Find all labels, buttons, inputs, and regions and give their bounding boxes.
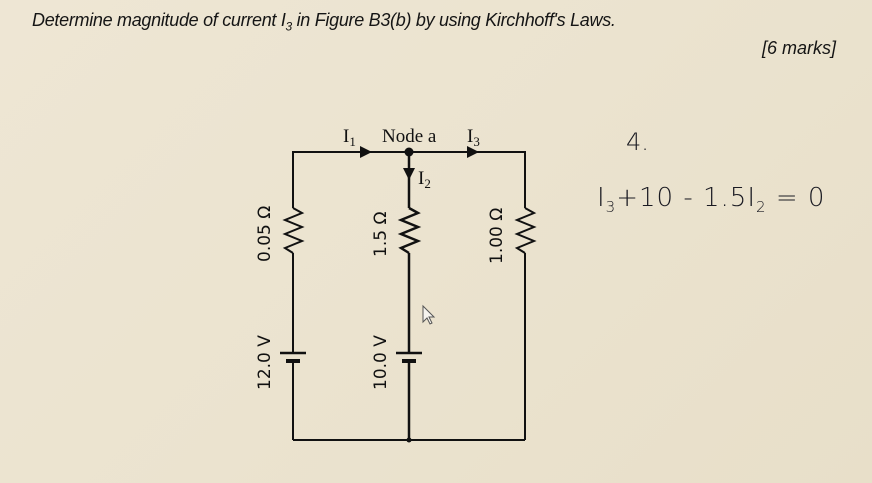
eq-sub: 2 <box>756 198 767 217</box>
label-I3: I3 <box>467 126 480 149</box>
node-a-dot <box>404 147 414 157</box>
label-source-left: 12.0 V <box>255 335 275 390</box>
marks-label: [6 marks] <box>761 38 836 58</box>
eq-part: I <box>597 183 606 213</box>
eq-sub: 3 <box>605 198 617 217</box>
resistor-left <box>282 207 305 254</box>
question-subscript: 3 <box>285 19 293 34</box>
handwritten-equation: I3+10 - 1.5I2 = 0 <box>597 183 825 216</box>
label-resistor-right: 1.00 Ω <box>487 208 507 264</box>
label-I1: I1 <box>343 126 356 149</box>
label-source-middle: 10.0 V <box>371 335 391 390</box>
label-resistor-left: 0.05 Ω <box>255 206 275 262</box>
question-suffix: in Figure B3(b) by using Kirchhoff's Law… <box>291 10 616 30</box>
resistor-right <box>514 207 537 254</box>
arrow-I3 <box>467 146 479 158</box>
mouse-cursor-icon <box>422 304 436 325</box>
eq-part: +10 - 1.5I <box>616 183 757 213</box>
handwritten-question-number: 4. <box>626 128 649 156</box>
label-I2: I2 <box>418 168 431 191</box>
bottom-junction-dot <box>406 437 412 443</box>
label-node-a: Node a <box>382 126 437 147</box>
resistor-middle <box>397 206 422 255</box>
arrow-I2 <box>403 168 415 180</box>
question-prefix: Determine magnitude of current I <box>32 10 286 30</box>
question-text: Determine magnitude of current I3 in Fig… <box>32 10 616 34</box>
arrow-I1 <box>360 146 372 158</box>
eq-part: = 0 <box>766 183 826 213</box>
label-resistor-middle: 1.5 Ω <box>371 212 391 257</box>
